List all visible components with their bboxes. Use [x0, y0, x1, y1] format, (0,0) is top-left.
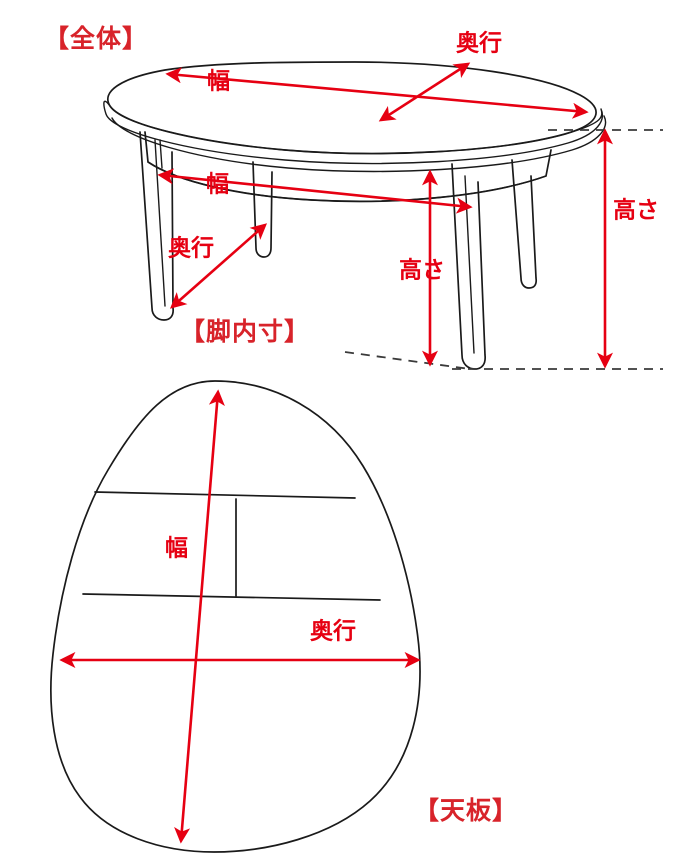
section-title-leg-inner: 【脚内寸】: [180, 317, 310, 346]
label-leg-width: 幅: [206, 172, 229, 198]
leg-inner-dimension-arrows: [157, 168, 473, 367]
label-plate-width: 幅: [165, 536, 188, 562]
label-plate-depth: 奥行: [310, 618, 356, 645]
dim-top-depth-line: [378, 62, 471, 122]
dim-leg-width-line: [157, 168, 473, 214]
label-leg-depth: 奥行: [168, 235, 214, 262]
leg-left-front-inner: [154, 139, 166, 307]
section-title-overall: 【全体】: [44, 24, 148, 53]
label-overall-height: 高さ: [613, 198, 659, 224]
dim-plate-width-line: [174, 389, 225, 844]
tabletop-outline: [50, 380, 421, 853]
label-top-depth: 奥行: [456, 30, 502, 57]
dim-top-width-line: [165, 67, 589, 119]
ground-line-left: [344, 351, 471, 370]
tabletop-plan-drawing: [50, 380, 421, 853]
leg-rear-right: [511, 159, 538, 289]
apron-inner-edge: [159, 139, 163, 169]
label-top-width: 幅: [207, 69, 230, 95]
leg-left-front: [139, 131, 174, 321]
dim-leg-depth-line: [169, 223, 268, 309]
tabletop-dimension-arrows: [59, 389, 421, 844]
leaf-line-lower: [82, 593, 381, 601]
leg-rear-left: [252, 161, 273, 258]
leaf-line-upper: [94, 491, 356, 499]
leg-right-front-inner: [464, 175, 475, 354]
label-leg-height: 高さ: [399, 258, 445, 284]
section-title-tabletop: 【天板】: [414, 796, 518, 825]
overall-dimension-arrows: [165, 62, 614, 369]
